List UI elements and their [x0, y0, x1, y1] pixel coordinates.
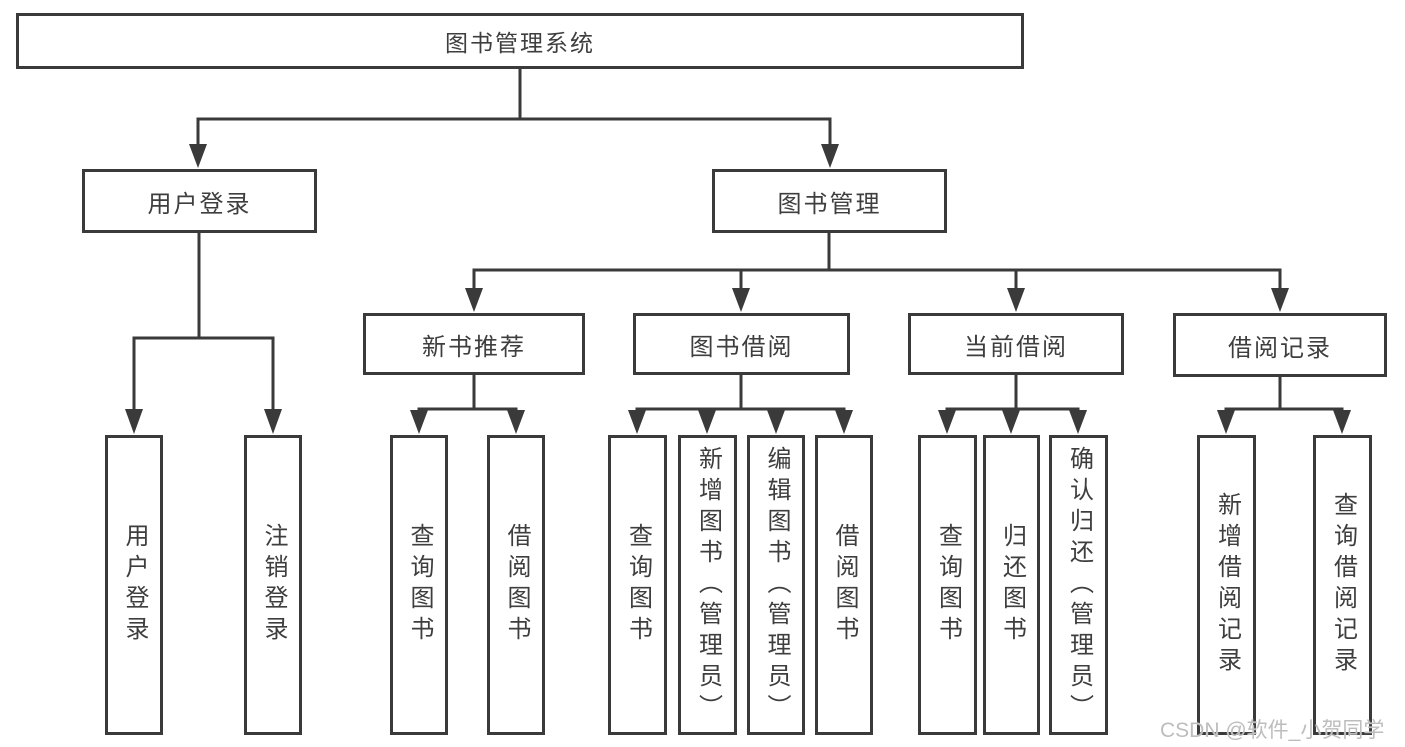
node-library-system: 图书管理系统 — [16, 13, 1024, 69]
arrow-down-icon — [1069, 410, 1087, 434]
leaf-borrow-books-borrowing: 借阅图书 — [815, 435, 873, 735]
arrow-down-icon — [189, 144, 207, 168]
arrow-down-icon — [628, 410, 646, 434]
leaf-query-borrow-record: 查询借阅记录 — [1313, 435, 1372, 735]
arrow-down-icon — [465, 288, 483, 312]
node-borrowing-records: 借阅记录 — [1173, 313, 1387, 377]
leaf-add-borrow-record: 新增借阅记录 — [1197, 435, 1256, 735]
leaf-logout: 注销登录 — [244, 435, 302, 735]
leaf-query-books-current-label: 查询图书 — [934, 523, 962, 647]
node-book-borrowing: 图书借阅 — [633, 313, 850, 375]
connector-borrowing-subtree — [635, 375, 846, 411]
node-user-login-label: 用户登录 — [147, 190, 252, 218]
leaf-return-books: 归还图书 — [983, 435, 1040, 735]
leaf-confirm-return-admin-label: 确认归还（管理员） — [1065, 445, 1093, 725]
node-book-management-label: 图书管理 — [777, 190, 882, 218]
arrow-down-icon — [1333, 410, 1351, 434]
node-borrowing-records-label: 借阅记录 — [1228, 334, 1332, 362]
arrow-down-icon — [264, 409, 282, 434]
leaf-query-books-current: 查询图书 — [918, 435, 977, 735]
leaf-user-login: 用户登录 — [105, 435, 163, 735]
arrow-down-icon — [507, 410, 525, 434]
arrow-down-icon — [125, 409, 143, 434]
leaf-confirm-return-admin: 确认归还（管理员） — [1049, 435, 1108, 735]
node-current-borrowing-label: 当前借阅 — [964, 333, 1068, 361]
leaf-return-books-label: 归还图书 — [998, 523, 1026, 647]
connector-recommend-subtree — [417, 375, 518, 411]
leaf-add-borrow-record-label: 新增借阅记录 — [1213, 492, 1241, 678]
connector-root-to-level2 — [196, 69, 832, 146]
node-new-book-recommendation-label: 新书推荐 — [422, 333, 526, 361]
arrow-down-icon — [835, 410, 853, 434]
leaf-logout-label: 注销登录 — [260, 523, 287, 647]
arrow-down-icon — [1271, 288, 1289, 312]
arrow-down-icon — [698, 410, 716, 434]
watermark: CSDN @软件_小贺同学 — [1160, 719, 1385, 742]
connector-book-management-subtree — [472, 233, 1282, 292]
node-user-login: 用户登录 — [82, 169, 317, 233]
arrowheads-level3 — [465, 288, 1289, 312]
leaf-query-books-recommend-label: 查询图书 — [406, 523, 433, 647]
arrow-down-icon — [938, 410, 956, 434]
leaf-borrow-books-recommend: 借阅图书 — [487, 435, 545, 735]
leaf-query-books-borrowing-label: 查询图书 — [624, 523, 652, 647]
arrow-down-icon — [1002, 410, 1020, 434]
arrow-down-icon — [821, 144, 839, 168]
leaf-borrow-books-borrowing-label: 借阅图书 — [831, 523, 858, 647]
arrowheads-borrowing — [628, 410, 853, 434]
arrow-down-icon — [732, 288, 750, 312]
arrow-down-icon — [410, 410, 428, 434]
node-book-management: 图书管理 — [712, 169, 947, 233]
leaf-edit-books-admin: 编辑图书（管理员） — [747, 435, 805, 735]
connector-user-login-subtree — [132, 233, 275, 412]
arrow-down-icon — [1007, 288, 1025, 312]
arrowheads-current — [938, 410, 1087, 434]
leaf-add-books-admin-label: 新增图书（管理员） — [694, 445, 722, 725]
node-book-borrowing-label: 图书借阅 — [689, 333, 794, 361]
leaf-user-login-label: 用户登录 — [121, 523, 148, 647]
leaf-query-books-borrowing: 查询图书 — [608, 435, 667, 735]
arrow-down-icon — [1217, 410, 1235, 434]
leaf-query-borrow-record-label: 查询借阅记录 — [1329, 492, 1357, 678]
node-current-borrowing: 当前借阅 — [908, 313, 1124, 375]
leaf-add-books-admin: 新增图书（管理员） — [678, 435, 737, 735]
connector-current-subtree — [945, 375, 1080, 411]
leaf-query-books-recommend: 查询图书 — [390, 435, 448, 735]
node-library-system-label: 图书管理系统 — [445, 30, 595, 56]
leaf-borrow-books-recommend-label: 借阅图书 — [503, 523, 530, 647]
arrow-down-icon — [767, 410, 785, 434]
node-new-book-recommendation: 新书推荐 — [363, 313, 585, 375]
arrowheads-records — [1217, 410, 1351, 434]
arrowheads-user-login — [125, 409, 282, 434]
arrowheads-recommend — [410, 410, 525, 434]
leaf-edit-books-admin-label: 编辑图书（管理员） — [763, 445, 790, 725]
connector-records-subtree — [1224, 377, 1344, 411]
arrowheads-level2 — [189, 144, 839, 168]
